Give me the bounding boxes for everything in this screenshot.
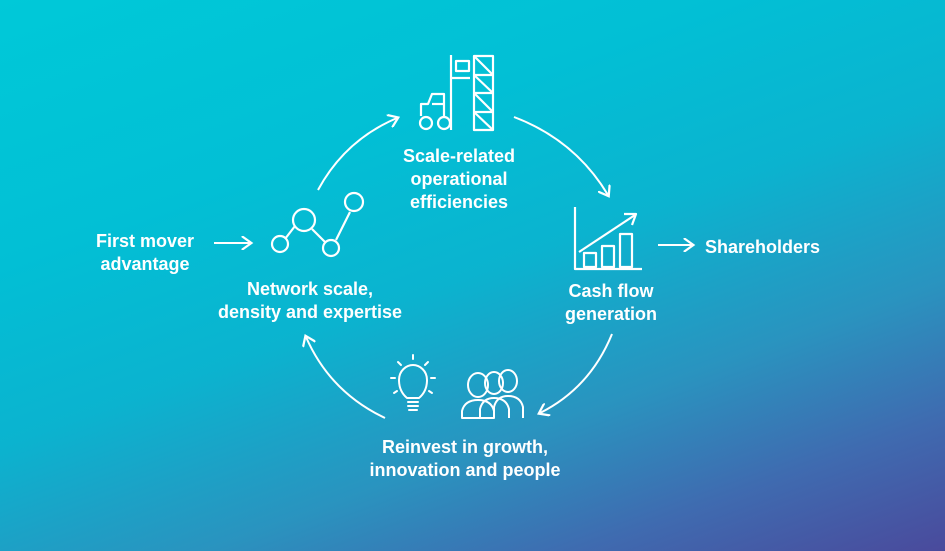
cycle-arrow-reinvest-to-network — [306, 337, 386, 419]
reinvest-line-2: innovation and people — [369, 460, 561, 480]
lightbulb-icon — [390, 354, 436, 411]
cashflow-label: Cash flow generation — [541, 280, 681, 326]
scale-label: Scale-related operational efficiencies — [379, 145, 539, 214]
cashflow-line-2: generation — [564, 304, 657, 324]
cycle-arrow-cashflow-to-reinvest — [540, 333, 613, 413]
people-icon — [461, 369, 524, 419]
network-line-1: Network scale, — [246, 279, 374, 299]
scale-line-1: Scale-related — [402, 146, 516, 166]
forklift-and-rack-icon — [418, 54, 495, 132]
cycle-arrow-scale-to-cashflow — [513, 116, 608, 195]
first-mover-line-1: First mover — [95, 231, 195, 251]
scale-line-3: efficiencies — [409, 192, 509, 212]
scale-line-2: operational — [410, 169, 508, 189]
growth-chart-icon — [573, 207, 642, 271]
shareholders-label: Shareholders — [705, 237, 821, 257]
network-nodes-icon — [270, 191, 365, 258]
reinvest-line-1: Reinvest in growth, — [381, 437, 549, 457]
cycle-arrow-network-to-scale — [317, 118, 397, 191]
first-mover-label: First mover advantage — [80, 230, 210, 276]
network-label: Network scale, density and expertise — [190, 278, 430, 324]
first-mover-line-2: advantage — [100, 254, 190, 274]
cashflow-line-1: Cash flow — [568, 281, 654, 301]
network-line-2: density and expertise — [217, 302, 403, 322]
reinvest-label: Reinvest in growth, innovation and peopl… — [325, 436, 605, 482]
